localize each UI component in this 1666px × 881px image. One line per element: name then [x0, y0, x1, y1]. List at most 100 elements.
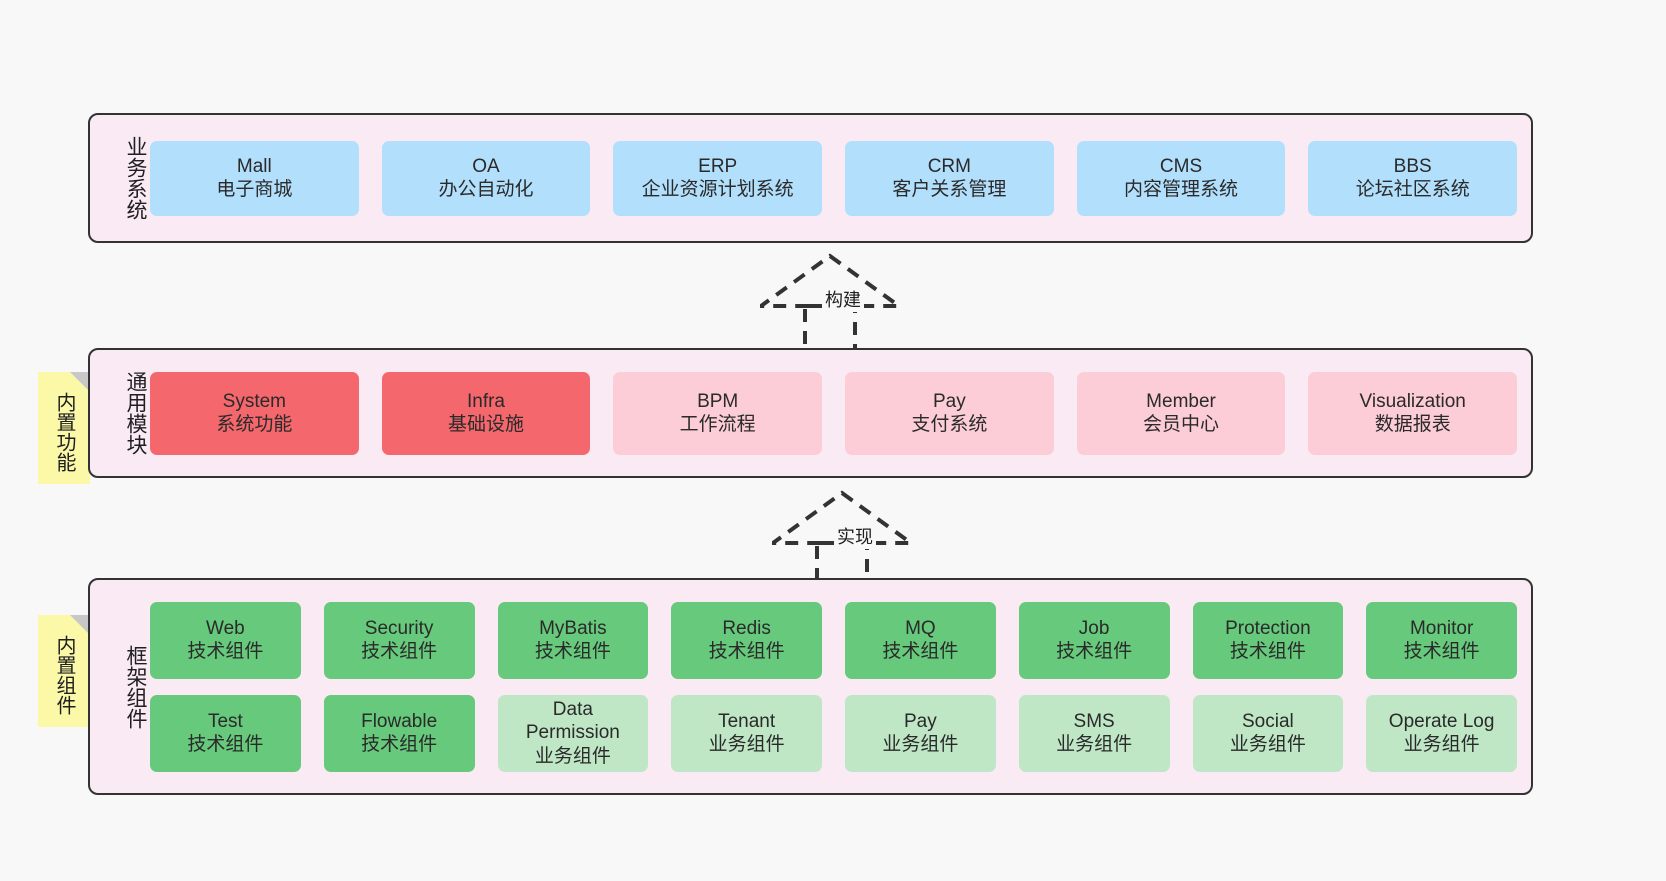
card-subtitle: 业务组件: [1403, 734, 1480, 755]
card-subtitle: 技术组件: [187, 641, 264, 662]
card-title: CMS: [1159, 155, 1203, 177]
card-title: Data: [552, 699, 593, 721]
card-social[interactable]: Social 业务组件: [1192, 694, 1344, 772]
card-title: Infra: [466, 390, 506, 412]
card-monitor[interactable]: Monitor 技术组件: [1366, 601, 1517, 679]
note-fold-corner-icon: [70, 615, 90, 635]
note-fold-corner-icon: [70, 372, 90, 392]
card-title: Visualization: [1359, 390, 1466, 412]
card-subtitle: 技术组件: [361, 641, 438, 662]
card-subtitle: 业务组件: [1056, 734, 1133, 755]
card-protection[interactable]: Protection 技术组件: [1192, 601, 1344, 679]
card-security[interactable]: Security 技术组件: [323, 601, 475, 679]
card-member[interactable]: Member 会员中心: [1076, 371, 1286, 455]
card-title: Web: [206, 617, 245, 639]
card-pay-component[interactable]: Pay 业务组件: [845, 694, 996, 772]
card-subtitle: 技术组件: [1403, 641, 1480, 662]
card-title: ERP: [698, 155, 738, 177]
card-sms[interactable]: SMS 业务组件: [1018, 694, 1170, 772]
card-erp[interactable]: ERP 企业资源计划系统: [613, 140, 823, 216]
card-title: Pay: [932, 390, 966, 412]
card-bpm[interactable]: BPM 工作流程: [613, 371, 823, 455]
card-mq[interactable]: MQ 技术组件: [845, 601, 996, 679]
card-row: Test 技术组件 Flowable 技术组件 Data Permission …: [150, 694, 1517, 772]
card-subtitle: 会员中心: [1143, 414, 1220, 435]
card-title: MQ: [905, 617, 936, 639]
connector-implement: 实现: [766, 487, 932, 592]
layer-title-common-module: 通用模块: [124, 371, 147, 455]
card-title: Job: [1078, 617, 1110, 639]
card-title: Monitor: [1409, 617, 1474, 639]
card-subtitle: 电子商城: [216, 179, 293, 200]
card-title: CRM: [927, 155, 971, 177]
note-label: 内置功能: [53, 392, 75, 472]
card-subtitle: 技术组件: [708, 641, 785, 662]
card-visualization[interactable]: Visualization 数据报表: [1308, 371, 1518, 455]
card-title: Mall: [236, 155, 272, 177]
card-subtitle: 技术组件: [1229, 641, 1306, 662]
card-subtitle: 业务组件: [534, 745, 611, 767]
layer-business-system: 业务系统 Mall 电子商城 OA 办公自动化 ERP 企业资源计划系统 CRM…: [88, 113, 1533, 243]
card-title: Member: [1146, 390, 1216, 412]
layer-body-common-module: System 系统功能 Infra 基础设施 BPM 工作流程 Pay 支付系统…: [146, 350, 1531, 476]
card-title: Social: [1242, 710, 1294, 732]
card-cms[interactable]: CMS 内容管理系统: [1076, 140, 1286, 216]
card-crm[interactable]: CRM 客户关系管理: [845, 140, 1054, 216]
card-subtitle: 办公自动化: [438, 179, 534, 200]
card-title: Flowable: [361, 710, 438, 732]
card-row: System 系统功能 Infra 基础设施 BPM 工作流程 Pay 支付系统…: [150, 371, 1518, 455]
layer-common-module: 通用模块 System 系统功能 Infra 基础设施 BPM 工作流程 Pay…: [88, 348, 1533, 478]
card-title: Security: [364, 617, 434, 639]
card-pay[interactable]: Pay 支付系统: [845, 371, 1054, 455]
card-mybatis[interactable]: MyBatis 技术组件: [497, 601, 649, 679]
card-subtitle: 技术组件: [187, 734, 264, 755]
card-subtitle: 系统功能: [216, 414, 293, 435]
card-title: Tenant: [718, 710, 776, 732]
card-title: Operate Log: [1388, 710, 1495, 732]
layer-title-framework-component: 框架组件: [124, 644, 147, 729]
card-subtitle: 技术组件: [882, 641, 959, 662]
card-subtitle: 技术组件: [534, 641, 611, 662]
card-flowable[interactable]: Flowable 技术组件: [323, 694, 475, 772]
card-title: OA: [472, 155, 500, 177]
card-subtitle: 数据报表: [1374, 414, 1451, 435]
layer-title-business-system: 业务系统: [124, 136, 147, 220]
card-title: Test: [207, 710, 243, 732]
card-title: BBS: [1393, 155, 1432, 177]
card-oa[interactable]: OA 办公自动化: [381, 140, 591, 216]
card-title: SMS: [1073, 710, 1115, 732]
card-title: System: [222, 390, 287, 412]
card-row: Web 技术组件 Security 技术组件 MyBatis 技术组件 Redi…: [150, 601, 1517, 679]
card-subtitle: 业务组件: [708, 734, 785, 755]
card-subtitle: 支付系统: [911, 414, 988, 435]
card-subtitle: 企业资源计划系统: [641, 179, 794, 200]
card-title: MyBatis: [539, 617, 607, 639]
card-title-line2: Permission: [525, 722, 620, 744]
card-subtitle: 论坛社区系统: [1355, 179, 1470, 200]
card-subtitle: 基础设施: [448, 414, 525, 435]
card-subtitle: 内容管理系统: [1124, 179, 1239, 200]
card-tenant[interactable]: Tenant 业务组件: [671, 694, 822, 772]
card-subtitle: 工作流程: [679, 414, 756, 435]
layer-framework-component: 框架组件 Web 技术组件 Security 技术组件 MyBatis 技术组件…: [88, 578, 1533, 795]
card-bbs[interactable]: BBS 论坛社区系统: [1308, 140, 1518, 216]
card-row: Mall 电子商城 OA 办公自动化 ERP 企业资源计划系统 CRM 客户关系…: [150, 140, 1518, 216]
card-title: Redis: [722, 617, 771, 639]
card-subtitle: 客户关系管理: [892, 179, 1007, 200]
connector-implement-label: 实现: [834, 523, 876, 549]
card-job[interactable]: Job 技术组件: [1018, 601, 1170, 679]
card-operate-log[interactable]: Operate Log 业务组件: [1366, 694, 1517, 772]
card-system[interactable]: System 系统功能: [150, 371, 359, 455]
card-title: BPM: [697, 390, 739, 412]
card-infra[interactable]: Infra 基础设施: [381, 371, 591, 455]
note-builtin-feature: 内置功能: [38, 372, 90, 484]
card-title: Pay: [904, 710, 937, 732]
card-mall[interactable]: Mall 电子商城: [150, 140, 359, 216]
card-redis[interactable]: Redis 技术组件: [671, 601, 822, 679]
card-subtitle: 技术组件: [361, 734, 438, 755]
card-data-permission[interactable]: Data Permission 业务组件: [497, 694, 649, 772]
card-test[interactable]: Test 技术组件: [150, 694, 301, 772]
note-builtin-component: 内置组件: [38, 615, 90, 727]
card-title: Protection: [1225, 617, 1311, 639]
card-web[interactable]: Web 技术组件: [150, 601, 301, 679]
